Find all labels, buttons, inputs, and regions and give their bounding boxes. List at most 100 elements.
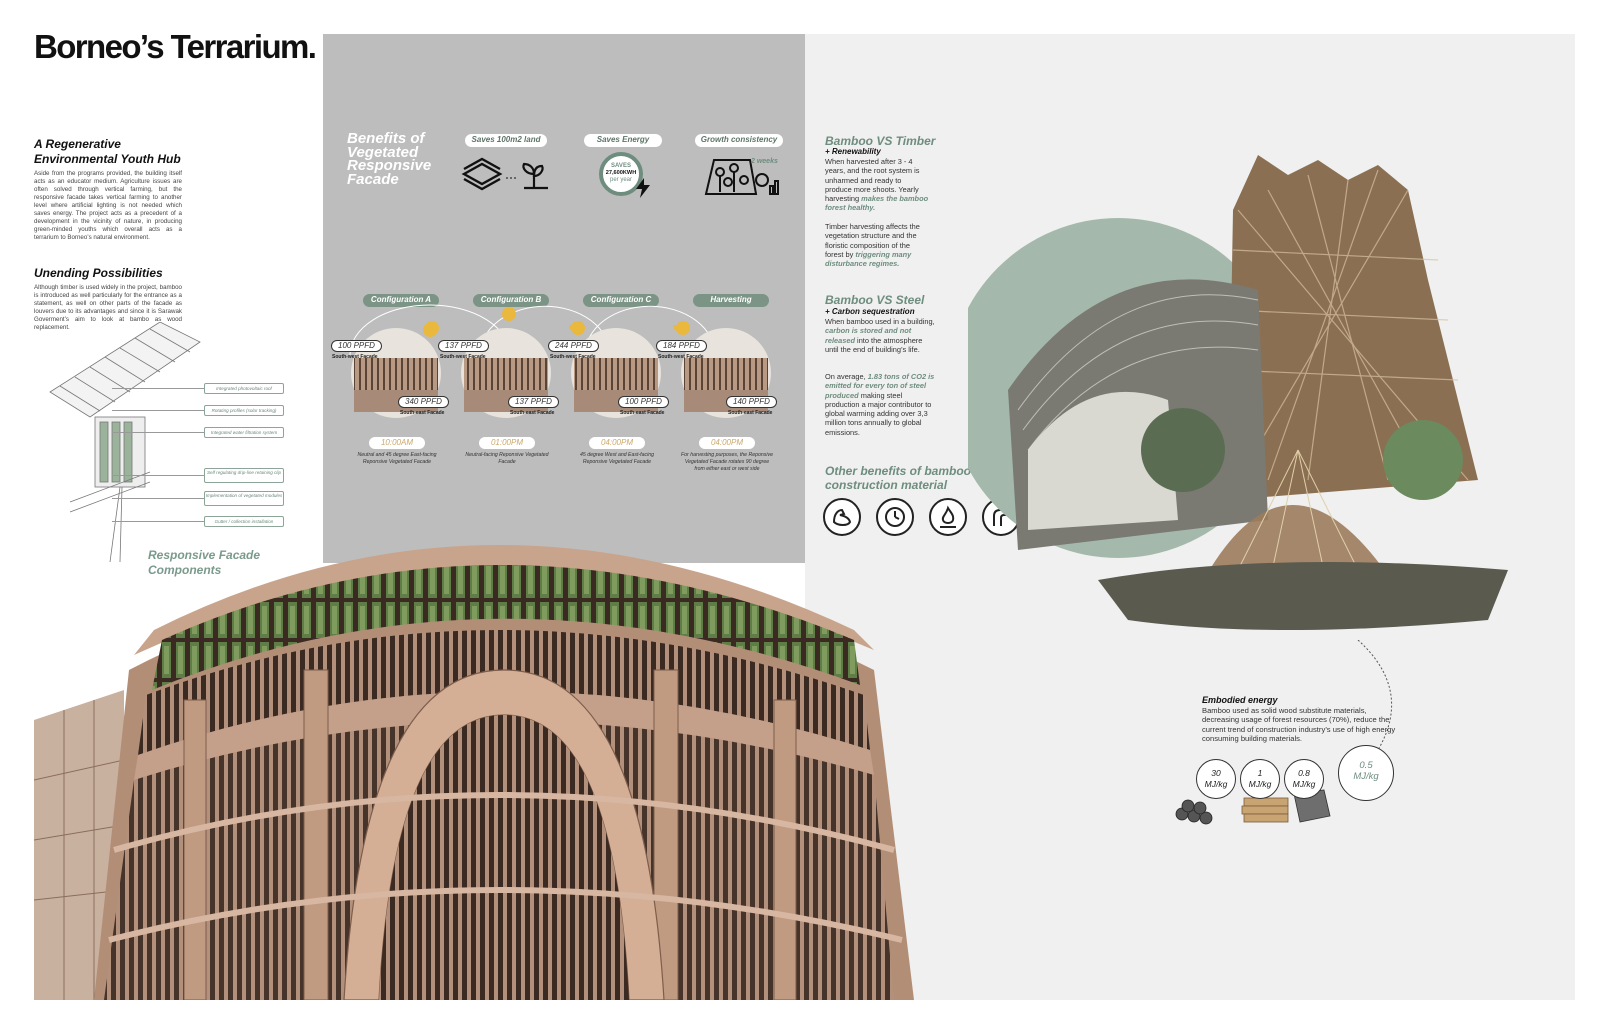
text: making steel production a major contribu… bbox=[825, 390, 932, 437]
section-body-possibilities: Although timber is used widely in the pr… bbox=[34, 284, 182, 331]
timber-title: Bamboo VS Timber bbox=[825, 134, 936, 148]
steel-title: Bamboo VS Steel bbox=[825, 293, 925, 307]
facade-label: South-west Facade bbox=[440, 354, 486, 360]
sun-icon bbox=[571, 321, 585, 335]
component-label: Gutter / collection installation bbox=[204, 516, 284, 527]
benefit-pill-land: Saves 100m2 land bbox=[465, 134, 547, 147]
config-label-a: Configuration A bbox=[363, 294, 439, 307]
embodied-energy-title: Embodied energy bbox=[1202, 695, 1278, 705]
benefit-pill-energy: Saves Energy bbox=[584, 134, 662, 147]
sun-icon bbox=[676, 321, 690, 335]
timber-sub: + Renewability bbox=[825, 147, 881, 156]
config-label-b: Configuration B bbox=[473, 294, 549, 307]
building-facade-render bbox=[34, 545, 914, 1000]
emphasis: makes the bamboo forest healthy. bbox=[825, 194, 929, 213]
bamboo-pavilion-collage bbox=[968, 155, 1508, 630]
benefit-pill-growth: Growth consistency bbox=[695, 134, 783, 147]
energy-num: 0.5 bbox=[1359, 760, 1373, 771]
strength-icon bbox=[823, 498, 861, 536]
energy-unit: MJ/kg bbox=[1248, 779, 1272, 789]
growth-note: 2 weeks bbox=[751, 158, 778, 165]
energy-unit: MJ/kg bbox=[1292, 779, 1316, 789]
component-label: Implementation of vegetated modules bbox=[204, 491, 284, 506]
ppfd-top-c: 244 PPFD bbox=[548, 340, 599, 352]
emphasis: 1.83 tons of CO2 is emitted for every to… bbox=[825, 372, 935, 400]
component-leader-line bbox=[112, 388, 204, 389]
board-title: Borneo’s Terrarium. bbox=[34, 28, 317, 65]
ppfd-bottom-harvesting: 140 PPFD bbox=[726, 396, 777, 408]
energy-num: 0.8 bbox=[1298, 768, 1310, 778]
durability-icon bbox=[876, 498, 914, 536]
ppfd-bottom-b: 137 PPFD bbox=[508, 396, 559, 408]
component-leader-line bbox=[112, 475, 204, 476]
text: When harvested after 3 - 4 years, and th… bbox=[825, 157, 920, 204]
energy-saving-badge: SAVES 27,600KWH per year bbox=[599, 152, 643, 196]
land-layers-icon bbox=[461, 157, 548, 191]
growth-chart-icon bbox=[704, 159, 779, 195]
sun-icon bbox=[502, 307, 516, 321]
component-label: Rotating profiles (solar tracking) bbox=[204, 405, 284, 416]
facade-label: South-west Facade bbox=[550, 354, 596, 360]
facade-label: South-west Facade bbox=[658, 354, 704, 360]
section-title-regenerative: A Regenerative Environmental Youth Hub bbox=[34, 137, 181, 166]
ppfd-top-b: 137 PPFD bbox=[438, 340, 489, 352]
section-body-regenerative: Aside from the programs provided, the bu… bbox=[34, 170, 182, 241]
steel-sub: + Carbon sequestration bbox=[825, 307, 915, 316]
emphasis: carbon is stored and not released bbox=[825, 326, 912, 345]
steel-paragraph-2: On average, 1.83 tons of CO2 is emitted … bbox=[825, 372, 935, 437]
energy-num: 1 bbox=[1257, 768, 1263, 778]
time-c: 04:00PM bbox=[589, 437, 645, 449]
lightning-icon bbox=[636, 178, 650, 198]
config-label-c: Configuration C bbox=[583, 294, 659, 307]
energy-unit: MJ/kg bbox=[1353, 771, 1379, 782]
facade-label: South-west Facade bbox=[332, 354, 378, 360]
facade-components-caption: Responsive Facade Components bbox=[148, 548, 261, 577]
time-a: 10:00AM bbox=[369, 437, 425, 449]
facade-label: South-east Facade bbox=[620, 410, 665, 416]
component-label: Integrated water filtration system bbox=[204, 427, 284, 438]
emphasis: triggering many disturbance regimes. bbox=[825, 249, 912, 269]
config-label-harvesting: Harvesting bbox=[693, 294, 769, 307]
config-desc-harvesting: For harvesting purposes, the Reponsive V… bbox=[681, 452, 773, 472]
text: On average, bbox=[825, 372, 868, 381]
ppfd-bottom-a: 340 PPFD bbox=[398, 396, 449, 408]
benefits-title: Benefits of Vegetated Responsive Facade bbox=[347, 130, 432, 188]
badge-line: per year bbox=[609, 177, 632, 183]
badge-value: 27,600KWH bbox=[605, 170, 637, 176]
component-label: Self regulating drip-line retaining clip bbox=[204, 468, 284, 483]
sun-icon bbox=[425, 321, 439, 335]
ppfd-bottom-c: 100 PPFD bbox=[618, 396, 669, 408]
facade-label: South-east Facade bbox=[400, 410, 445, 416]
time-harvesting: 04:00PM bbox=[699, 437, 755, 449]
energy-num: 30 bbox=[1211, 768, 1221, 778]
component-leader-line bbox=[112, 410, 204, 411]
component-leader-line bbox=[112, 498, 204, 499]
component-label: Integrated photovoltaic roof bbox=[204, 383, 284, 394]
badge-line: SAVES bbox=[611, 163, 631, 169]
fire-resistance-icon bbox=[929, 498, 967, 536]
ppfd-top-a: 100 PPFD bbox=[331, 340, 382, 352]
energy-unit: MJ/kg bbox=[1204, 779, 1228, 789]
timber-paragraph-1: When harvested after 3 - 4 years, and th… bbox=[825, 157, 930, 213]
connector-line bbox=[1357, 640, 1393, 751]
bottom-margin bbox=[0, 1000, 1600, 1029]
facade-label: South-east Facade bbox=[728, 410, 773, 416]
embodied-energy-body: Bamboo used as solid wood substitute mat… bbox=[1202, 706, 1396, 743]
text: into the atmosphere until the end of bui… bbox=[825, 335, 923, 354]
component-leader-line bbox=[112, 521, 204, 522]
text: When bamboo used in a building, bbox=[825, 317, 935, 326]
config-desc-b: Neutral-facing Reponsive Vegetated Facad… bbox=[465, 452, 549, 465]
steel-paragraph-1: When bamboo used in a building, carbon i… bbox=[825, 317, 935, 354]
section-title-possibilities: Unending Possibilities bbox=[34, 266, 163, 280]
time-b: 01:00PM bbox=[479, 437, 535, 449]
config-desc-a: Neutral and 45 degree East-facing Repons… bbox=[357, 452, 437, 465]
ppfd-top-harvesting: 184 PPFD bbox=[656, 340, 707, 352]
component-leader-line bbox=[112, 432, 204, 433]
config-desc-c: 45 degree West and East-facing Reponsive… bbox=[579, 452, 654, 465]
timber-paragraph-2: Timber harvesting affects the vegetation… bbox=[825, 222, 930, 268]
other-benefits-title: Other benefits of bamboo as construction… bbox=[825, 464, 988, 492]
